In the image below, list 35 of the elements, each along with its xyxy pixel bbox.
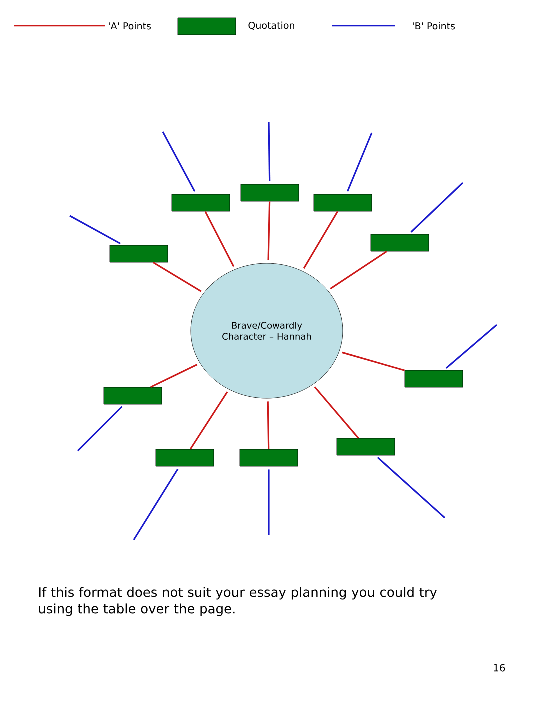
- a-point-line: [190, 392, 228, 450]
- quotation-box: [336, 438, 396, 456]
- b-point-line: [77, 406, 123, 452]
- a-point-line: [303, 211, 339, 269]
- b-point-line: [377, 457, 446, 519]
- b-point-line: [268, 122, 271, 182]
- quotation-box: [110, 245, 168, 263]
- quotation-box: [404, 370, 464, 388]
- quotation-box: [314, 194, 372, 212]
- a-point-line: [268, 202, 271, 260]
- a-point-line: [153, 262, 202, 292]
- b-point-line: [410, 182, 464, 233]
- quotation-box: [172, 194, 230, 212]
- quotation-box: [240, 449, 298, 467]
- b-point-line: [162, 132, 196, 192]
- b-point-line: [268, 470, 270, 535]
- a-point-line: [342, 352, 406, 372]
- quotation-box: [156, 449, 214, 467]
- page-number: 16: [494, 664, 506, 672]
- b-point-line: [70, 215, 121, 245]
- b-point-line: [347, 132, 373, 192]
- note-text: If this format does not suit your essay planning you could try using the table over the page.: [39, 587, 438, 616]
- b-point-line: [446, 324, 498, 369]
- quotation-box: [104, 387, 162, 405]
- legend-label: 'A' Points: [109, 22, 152, 30]
- b-point-line: [133, 468, 179, 540]
- a-point-line: [267, 402, 270, 450]
- a-point-line: [150, 364, 198, 388]
- a-point-line: [204, 211, 235, 268]
- a-point-line: [330, 251, 388, 290]
- a-point-line: [314, 386, 360, 439]
- quotation-box: [240, 184, 300, 202]
- quotation-box: [370, 234, 430, 252]
- legend-label: Quotation: [248, 22, 294, 30]
- legend-label: 'B' Points: [413, 22, 456, 30]
